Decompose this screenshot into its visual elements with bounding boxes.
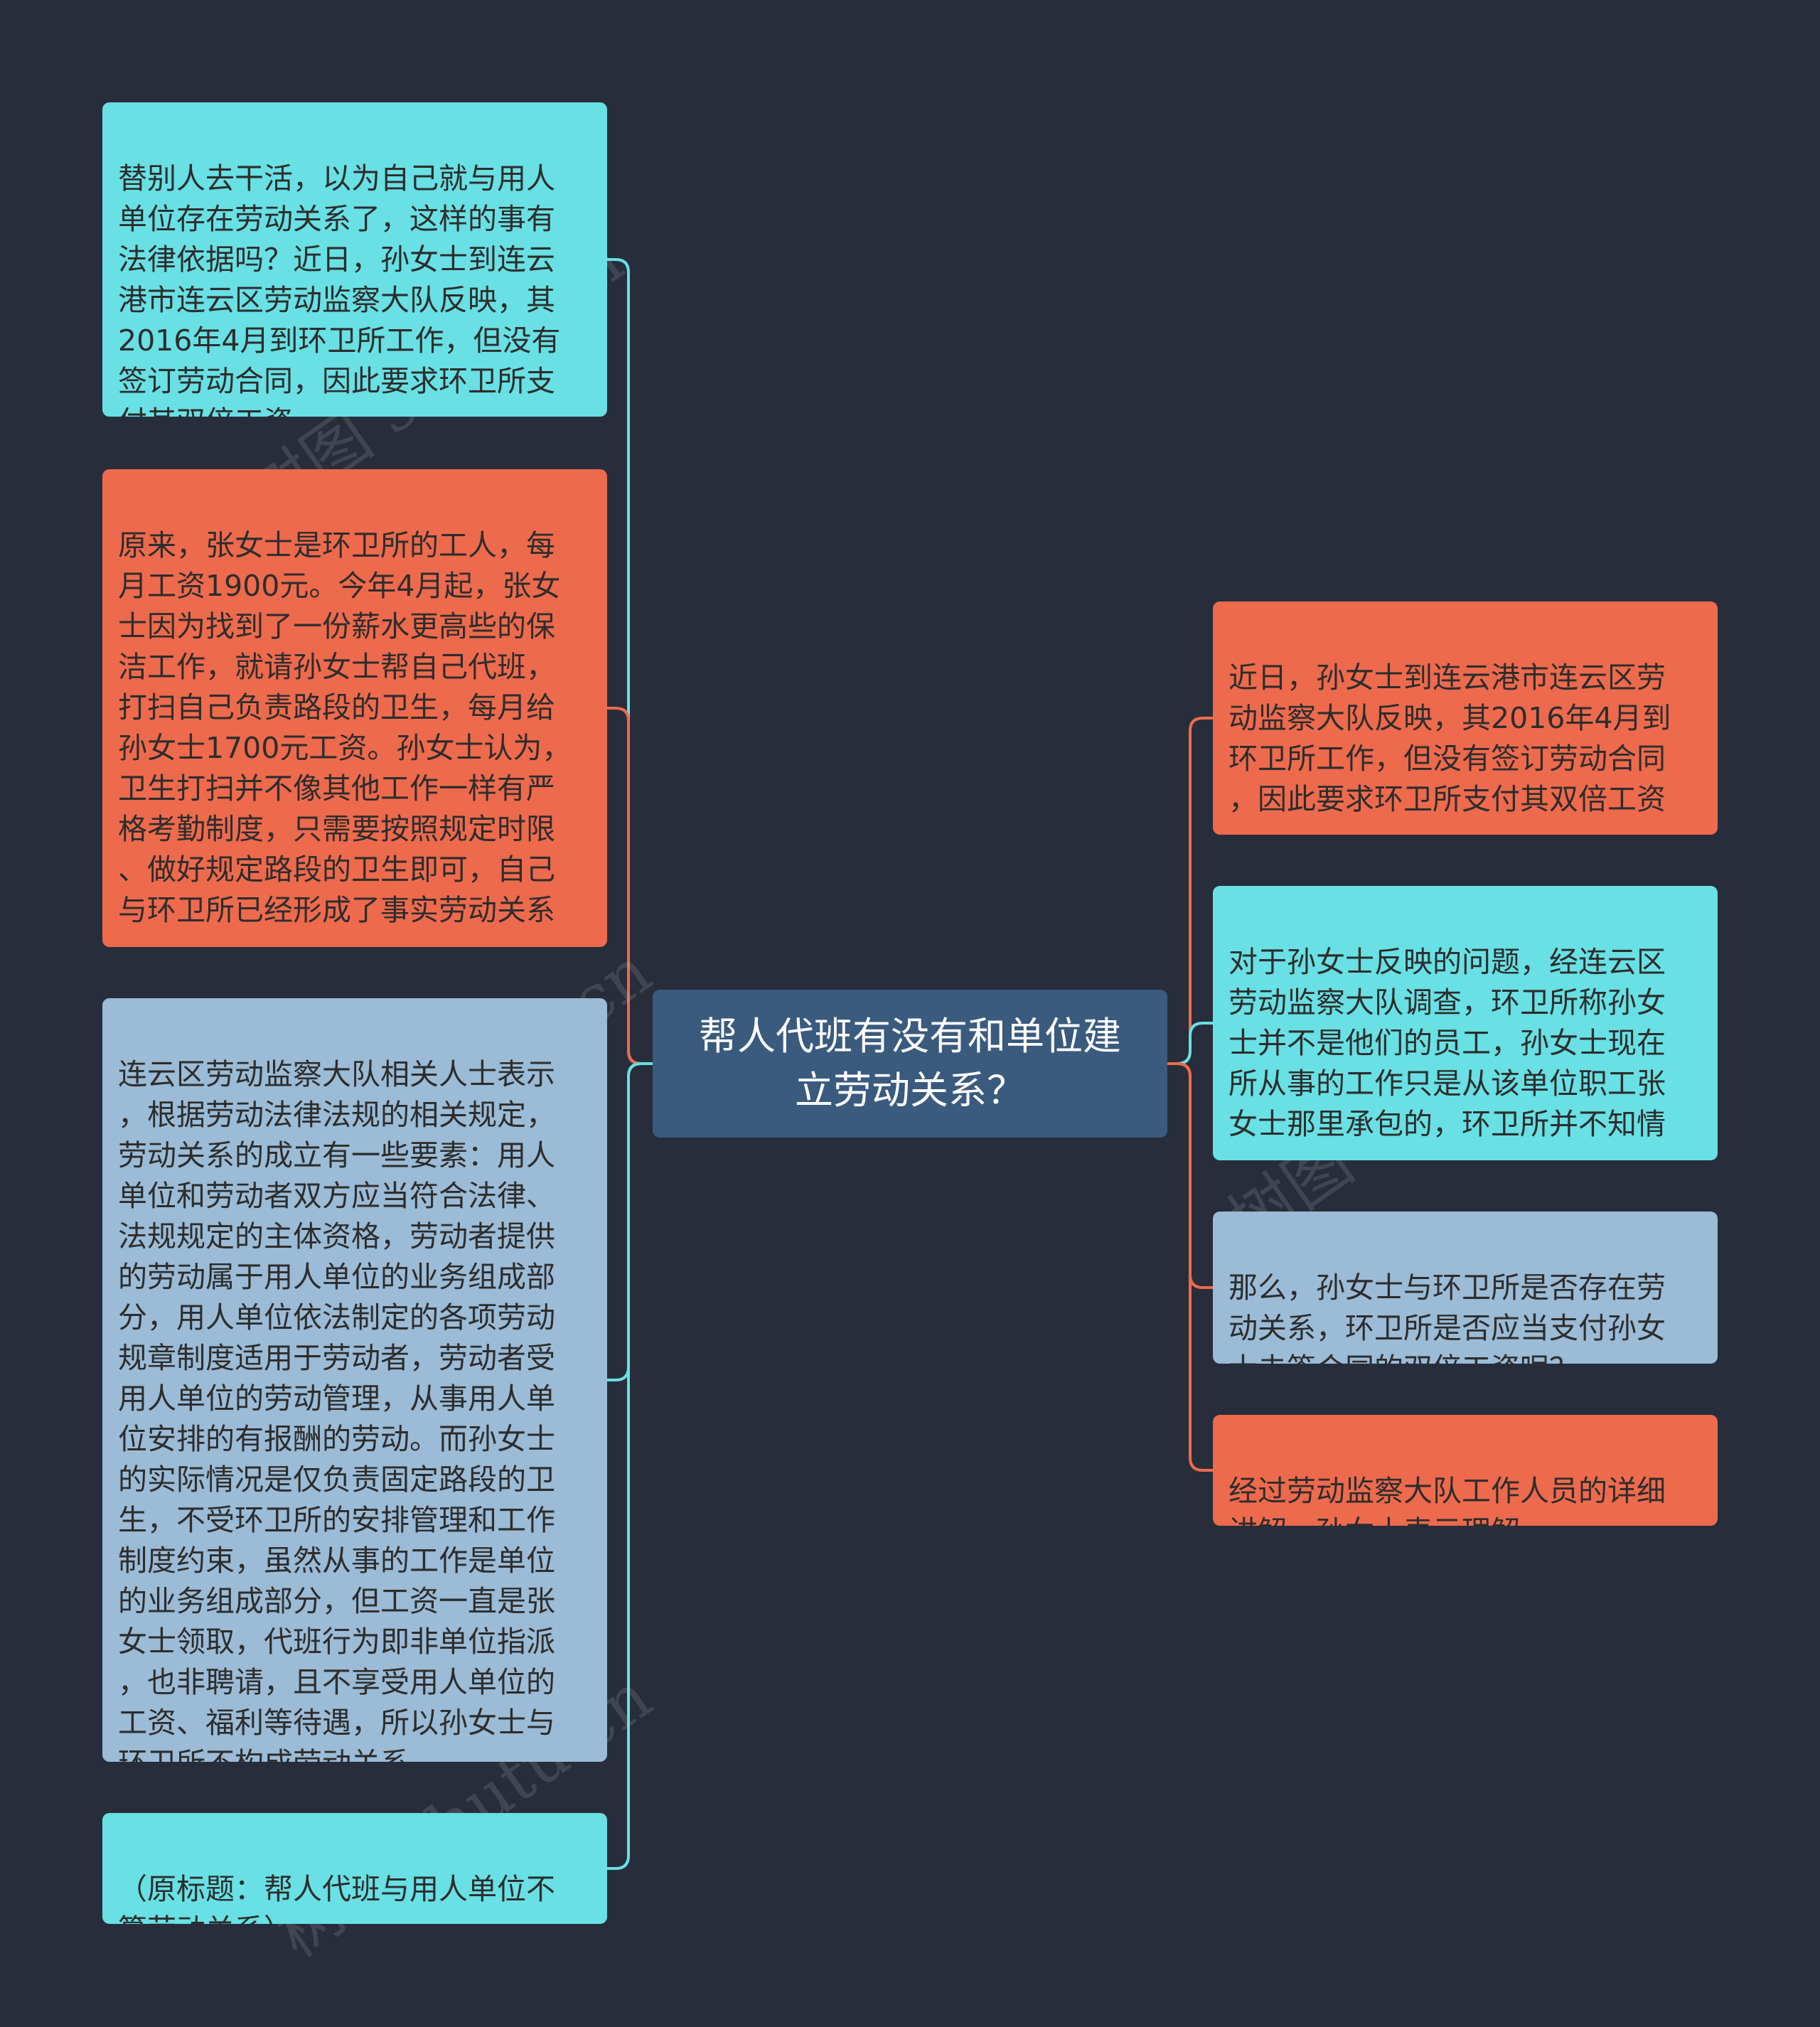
node-text: 原来，张女士是环卫所的工人，每 月工资1900元。今年4月起，张女 士因为找到了…	[118, 528, 572, 947]
node-text: （原标题：帮人代班与用人单位不 算劳动关系）	[118, 1872, 555, 1924]
left-node-3[interactable]: 连云区劳动监察大队相关人士表示 ，根据劳动法律法规的相关规定， 劳动关系的成立有…	[102, 998, 607, 1762]
node-text: 对于孙女士反映的问题，经连云区 劳动监察大队调查，环卫所称孙女 士并不是他们的员…	[1228, 945, 1666, 1160]
left-node-4[interactable]: （原标题：帮人代班与用人单位不 算劳动关系）	[102, 1813, 607, 1924]
root-topic-text: 帮人代班有没有和单位建 立劳动关系？	[699, 1014, 1121, 1113]
connector-left-4	[607, 1062, 653, 1870]
connector-right-4	[1167, 1062, 1213, 1472]
root-topic[interactable]: 帮人代班有没有和单位建 立劳动关系？	[653, 990, 1167, 1138]
right-node-4[interactable]: 经过劳动监察大队工作人员的详细 讲解，孙女士表示理解。	[1213, 1415, 1718, 1526]
node-text: 替别人去干活，以为自己就与用人 单位存在劳动关系了，这样的事有 法律依据吗？近日…	[118, 161, 561, 417]
node-text: 近日，孙女士到连云港市连云区劳 动监察大队反映，其2016年4月到 环卫所工作，…	[1228, 660, 1671, 835]
connector-left-2	[607, 707, 653, 1065]
left-node-2[interactable]: 原来，张女士是环卫所的工人，每 月工资1900元。今年4月起，张女 士因为找到了…	[102, 469, 607, 947]
connector-right-1	[1167, 717, 1213, 1065]
right-node-2[interactable]: 对于孙女士反映的问题，经连云区 劳动监察大队调查，环卫所称孙女 士并不是他们的员…	[1213, 886, 1718, 1160]
left-node-1[interactable]: 替别人去干活，以为自己就与用人 单位存在劳动关系了，这样的事有 法律依据吗？近日…	[102, 102, 607, 417]
node-text: 经过劳动监察大队工作人员的详细 讲解，孙女士表示理解。	[1228, 1474, 1666, 1526]
connector-right-2	[1167, 1022, 1213, 1065]
node-text: 那么，孙女士与环卫所是否存在劳 动关系，环卫所是否应当支付孙女 士未签合同的双倍…	[1228, 1271, 1666, 1364]
right-node-1[interactable]: 近日，孙女士到连云港市连云区劳 动监察大队反映，其2016年4月到 环卫所工作，…	[1213, 601, 1718, 835]
right-node-3[interactable]: 那么，孙女士与环卫所是否存在劳 动关系，环卫所是否应当支付孙女 士未签合同的双倍…	[1213, 1212, 1718, 1364]
node-text: 连云区劳动监察大队相关人士表示 ，根据劳动法律法规的相关规定， 劳动关系的成立有…	[118, 1057, 555, 1762]
